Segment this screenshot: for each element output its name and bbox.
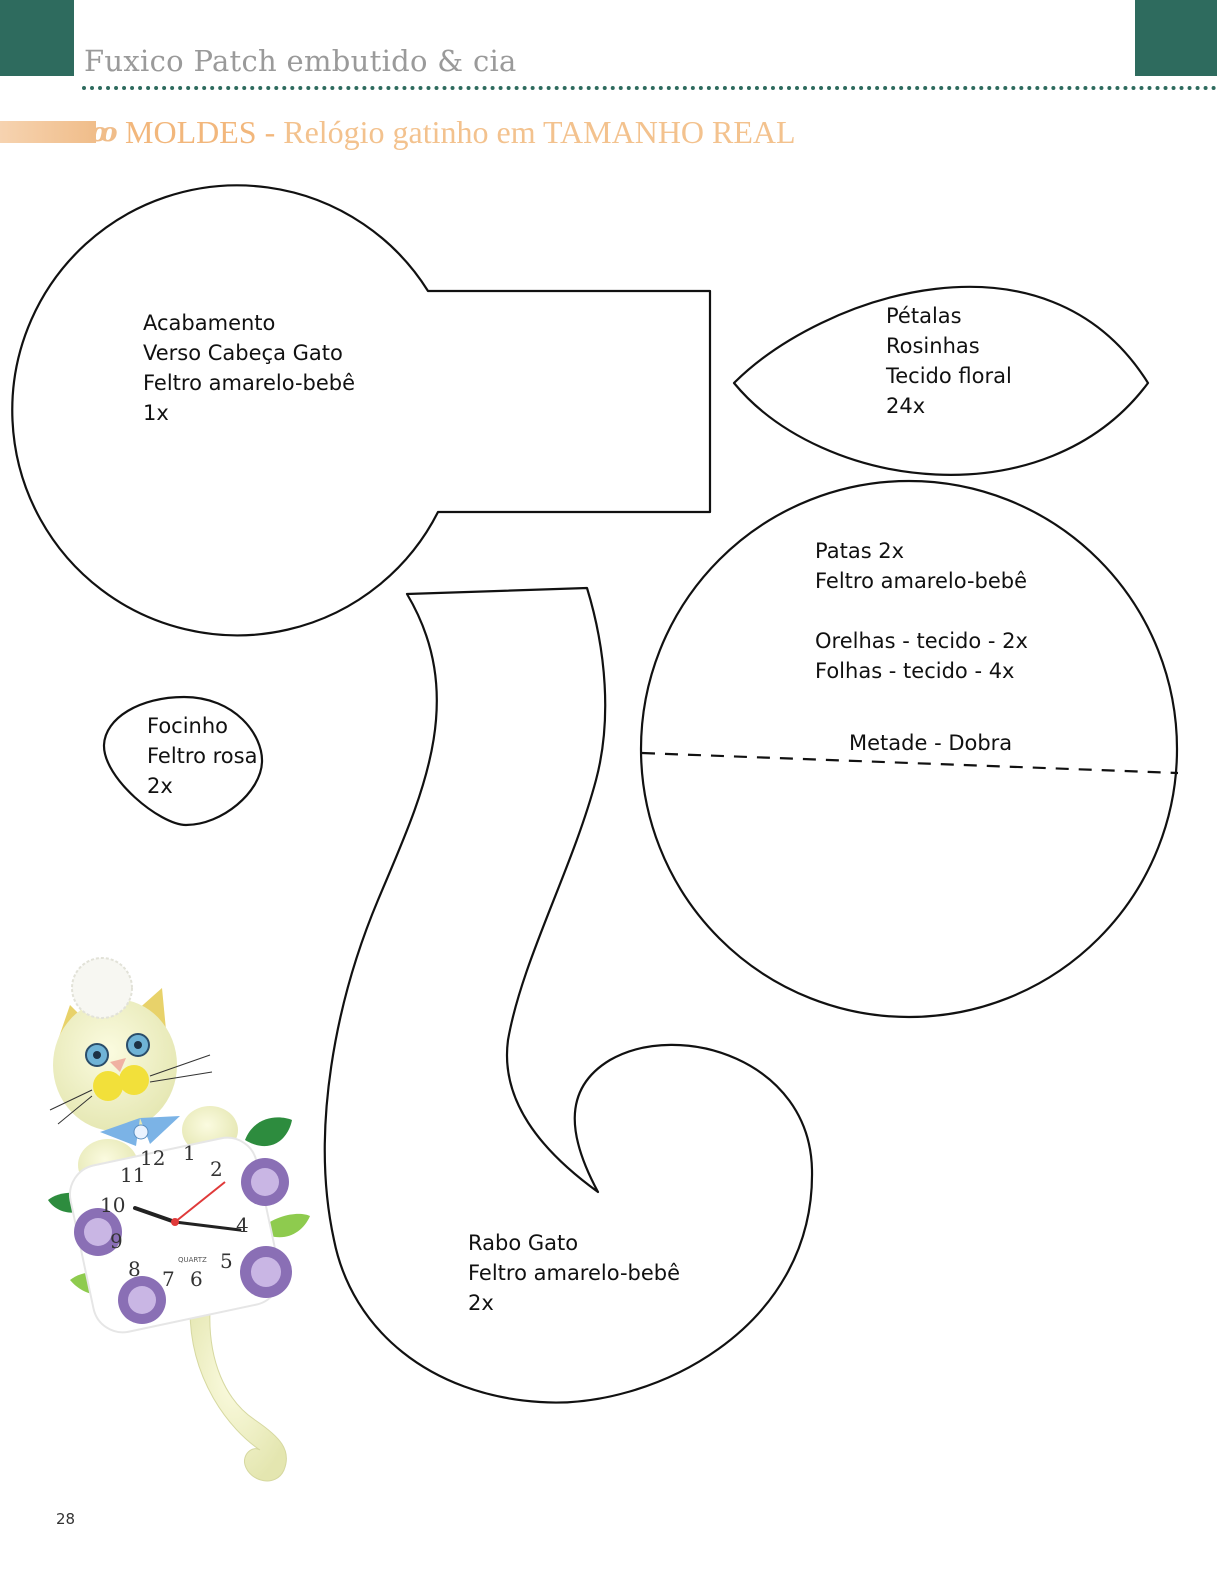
svg-text:11: 11	[120, 1163, 145, 1187]
muzzle-outline	[102, 695, 264, 827]
section-title-separator: -	[256, 114, 284, 150]
header-dotted-rule	[82, 86, 1217, 90]
svg-text:1: 1	[183, 1141, 196, 1165]
petals-label: Pétalas Rosinhas Tecido floral 24x	[886, 304, 1012, 418]
svg-text:4: 4	[236, 1213, 249, 1237]
svg-text:5: 5	[220, 1249, 233, 1273]
svg-text:12: 12	[140, 1146, 165, 1170]
photo-clock-hand-hour	[133, 1206, 177, 1224]
photo-whiskers	[49, 1054, 213, 1125]
header-corner-left	[0, 0, 74, 76]
section-heading-bar	[0, 121, 96, 143]
photo-tail	[189, 1309, 287, 1482]
photo-clock-brand: QUARTZ	[178, 1256, 207, 1264]
section-title-rest: Relógio gatinho em TAMANHO REAL	[283, 114, 796, 150]
photo-clock-hand-second	[174, 1181, 226, 1223]
head-back-outline	[11, 184, 712, 637]
photo-nose	[110, 1058, 126, 1072]
section-ornament-icon: ꝏ	[90, 118, 118, 148]
tail-outline	[323, 586, 814, 1404]
svg-text:7: 7	[162, 1267, 175, 1291]
svg-text:8: 8	[128, 1257, 141, 1281]
paws-label: Patas 2x Feltro amarelo-bebê Orelhas - t…	[815, 539, 1028, 683]
petal-outline	[732, 285, 1150, 476]
photo-leaf-top	[245, 1117, 292, 1147]
header-corner-right	[1135, 0, 1217, 76]
svg-text:2: 2	[210, 1157, 223, 1181]
paws-circle-outline	[639, 479, 1179, 1019]
photo-pompom	[71, 957, 133, 1019]
photo-bow	[100, 1116, 180, 1146]
photo-flowers	[74, 1158, 292, 1324]
photo-clock-hand-minute	[173, 1220, 242, 1232]
head-back-label: Acabamento Verso Cabeça Gato Feltro amar…	[143, 311, 356, 425]
muzzle-label: Focinho Feltro rosa 2x	[147, 714, 258, 798]
tail-label: Rabo Gato Feltro amarelo-bebê 2x	[468, 1231, 681, 1315]
publication-title: Fuxico Patch embutido & cia	[84, 44, 517, 78]
section-title-moldes: MOLDES	[125, 114, 257, 150]
section-title: MOLDES - Relógio gatinho em TAMANHO REAL	[125, 114, 796, 151]
photo-clock-face	[68, 1136, 282, 1334]
svg-text:6: 6	[190, 1267, 203, 1291]
svg-text:9: 9	[110, 1229, 123, 1253]
photo-muzzle-left	[93, 1071, 123, 1101]
page-number: 28	[56, 1510, 76, 1528]
photo-clock-numbers: 12 1 2 11 10 9 8 7 6 5 4	[100, 1141, 249, 1291]
svg-text:10: 10	[100, 1193, 125, 1217]
photo-muzzle-right	[119, 1065, 149, 1095]
fold-line-label: Metade - Dobra	[849, 731, 1013, 755]
fold-dashed-line	[641, 751, 1179, 775]
cat-clock-photo: 12 1 2 11 10 9 8 7 6 5 4 QUARTZ	[48, 957, 310, 1482]
